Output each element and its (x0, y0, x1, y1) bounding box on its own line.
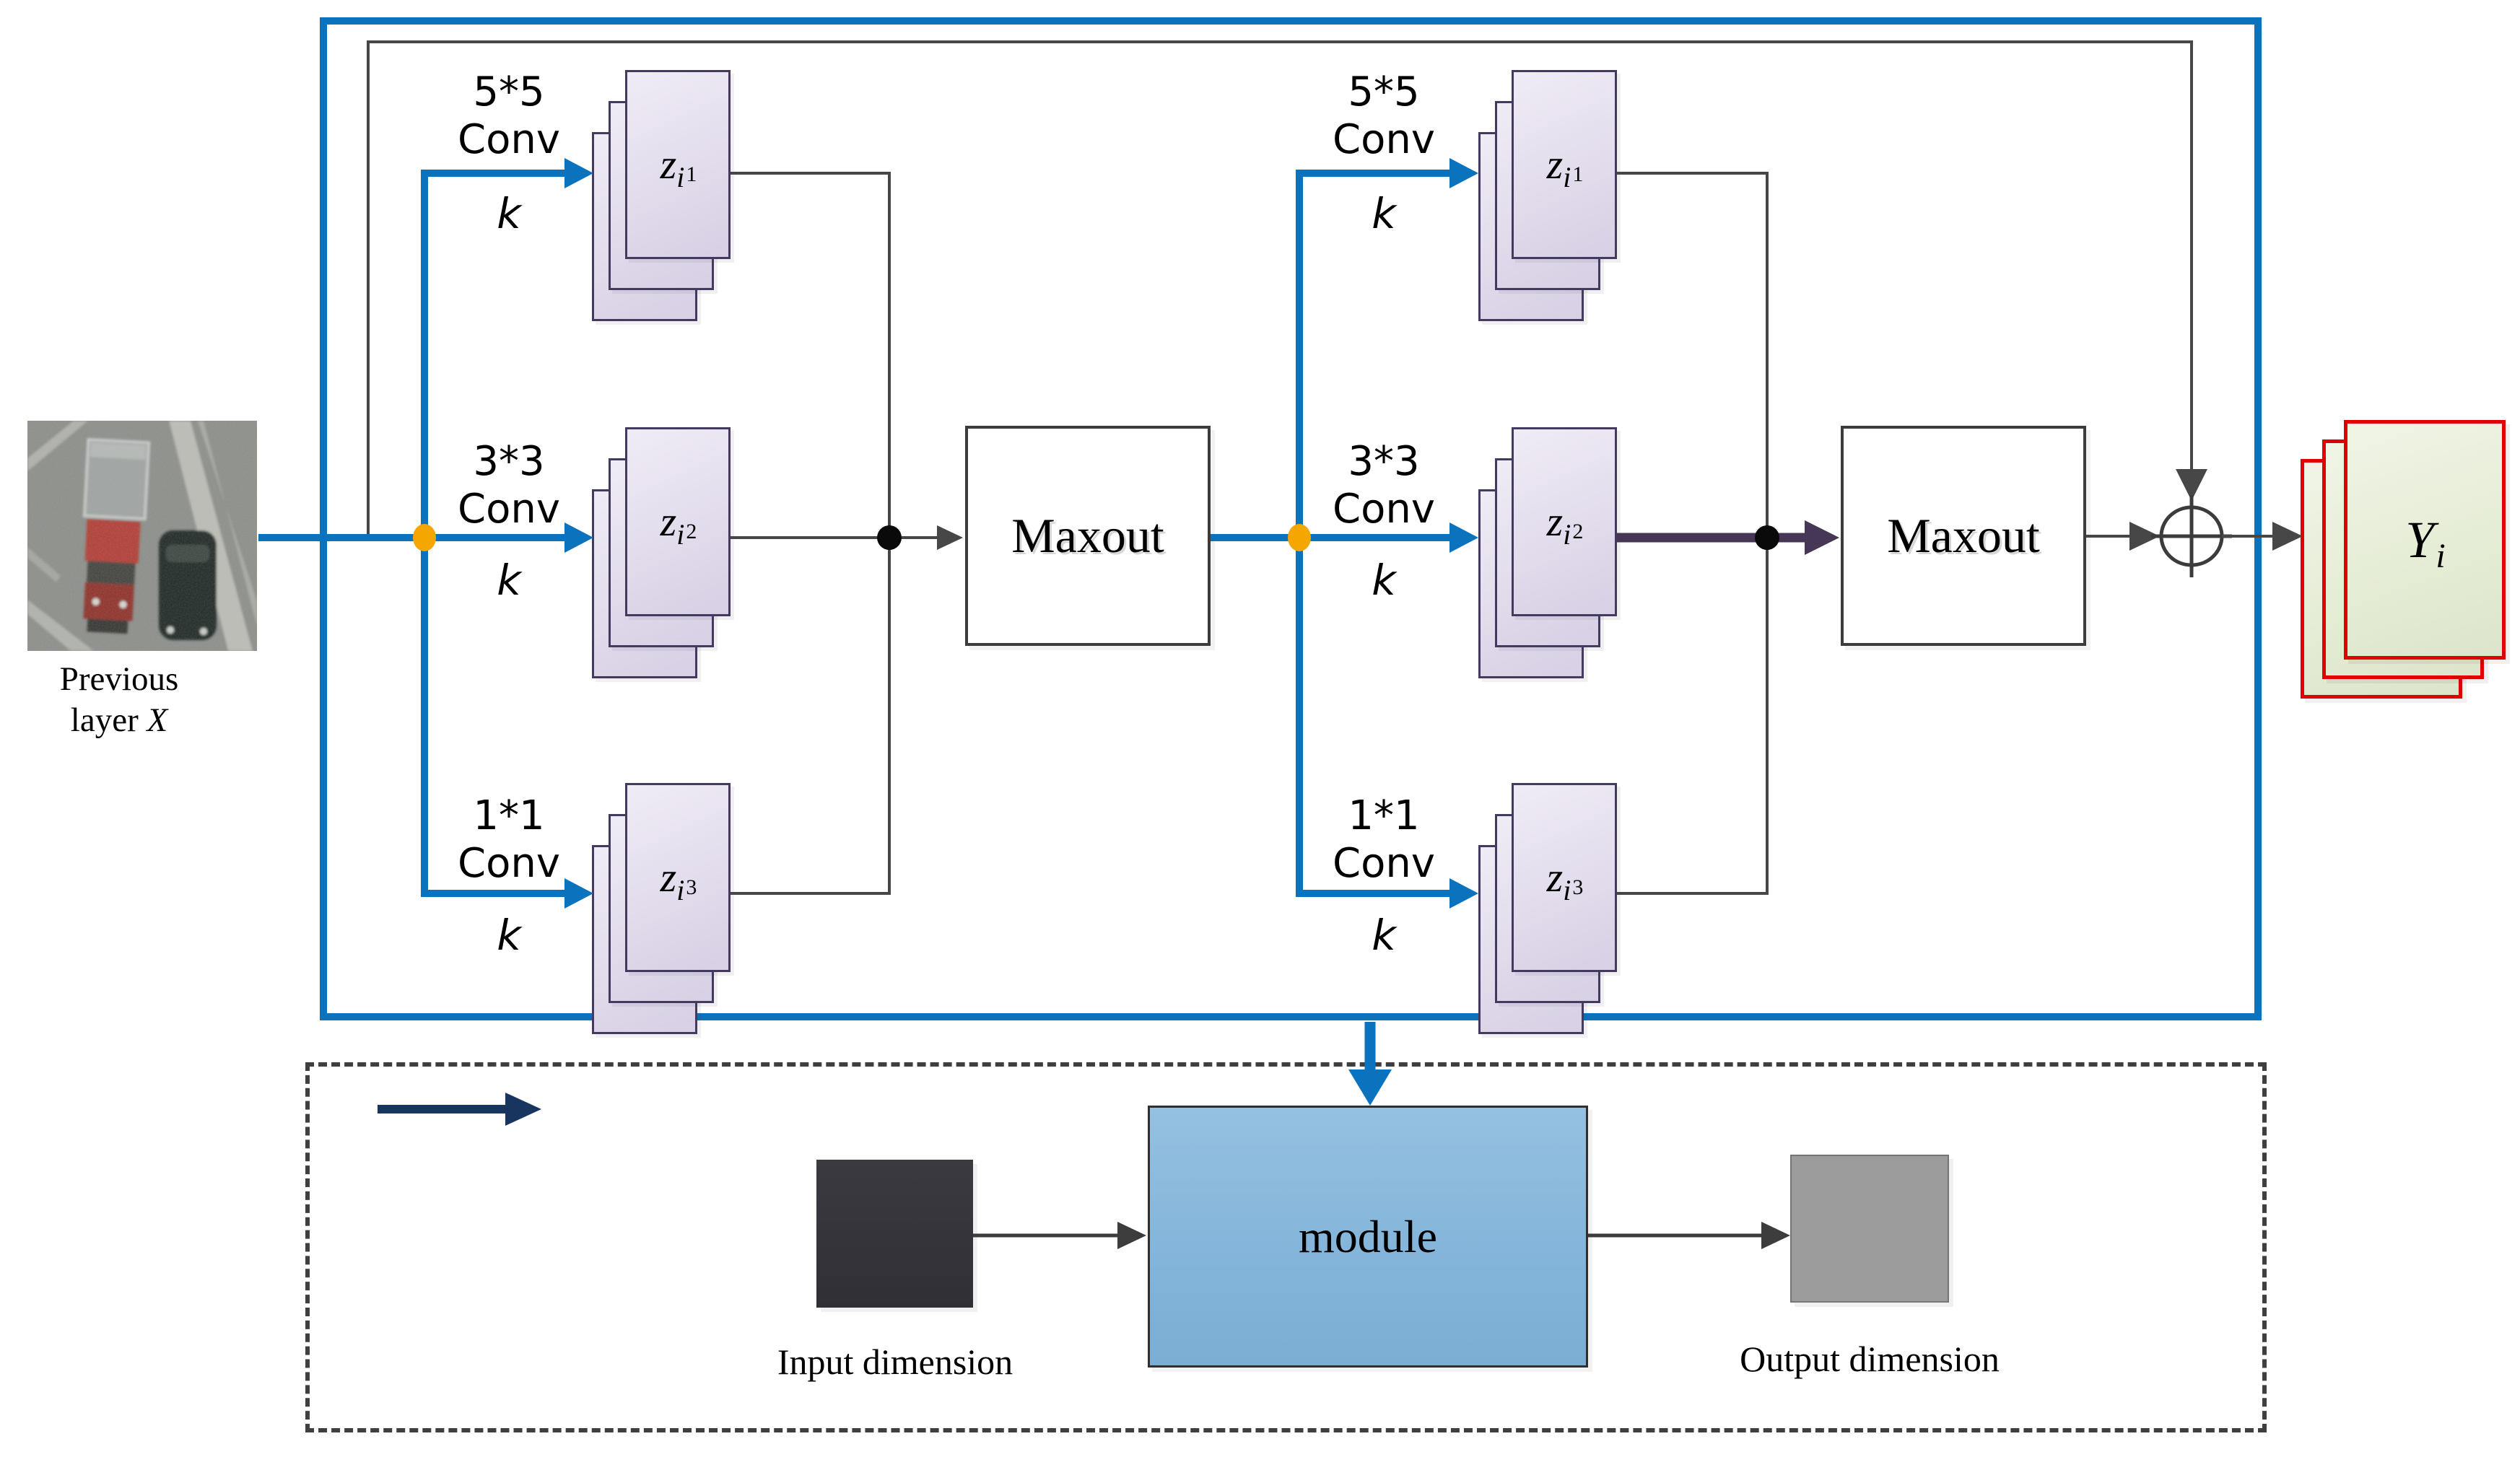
kernel-size: 1*1 (1348, 792, 1420, 839)
map-var: z (660, 141, 677, 188)
map-sub: i (676, 874, 685, 906)
noise-overlay (27, 421, 257, 651)
caption-line1: Previous (59, 660, 179, 698)
kernel-size: 5*5 (1348, 69, 1420, 115)
op-name: Conv (1333, 840, 1435, 887)
map-var: z (660, 854, 677, 901)
map-sub: i (1563, 874, 1571, 906)
map-sub: i (676, 161, 685, 193)
map-sub: i (1563, 161, 1571, 193)
caption-variable: X (147, 701, 168, 739)
branch-label-1x1-2: 1*1 Conv (1297, 792, 1470, 888)
map-subsub: 3 (686, 875, 697, 899)
op-name: Conv (458, 840, 560, 887)
legend-box (305, 1062, 2267, 1432)
map-sub: i (1563, 518, 1571, 551)
map-subsub: 1 (1572, 162, 1584, 186)
map-sheet (1512, 783, 1617, 972)
module-boundary-box (320, 17, 2262, 1020)
output-dimension-label: Output dimension (1740, 1339, 2000, 1379)
output-arrowhead-icon (2272, 522, 2303, 551)
branch-label-1x1: 1*1 Conv (422, 792, 596, 888)
legend-module-box: module (1148, 1106, 1588, 1368)
input-dimension-square (816, 1160, 973, 1308)
previous-layer-caption: Previous layer X (0, 659, 238, 741)
branch-param-5x5: k (497, 189, 521, 238)
map-subsub: 2 (686, 520, 697, 543)
caption-line2: layer (70, 701, 139, 739)
op-name: Conv (1333, 116, 1435, 163)
kernel-size: 3*3 (1348, 438, 1420, 485)
op-name: Conv (1333, 486, 1435, 533)
output-sheet (2344, 420, 2506, 660)
map-var: z (1546, 498, 1564, 545)
previous-layer-image (27, 421, 257, 651)
output-dimension-square (1790, 1155, 1949, 1303)
branch-param-3x3-2: k (1372, 556, 1396, 605)
branch-label-3x3-2: 3*3 Conv (1297, 438, 1470, 533)
kernel-size: 5*5 (473, 69, 545, 115)
branch-label-3x3: 3*3 Conv (422, 438, 596, 533)
branch-label-5x5-2: 5*5 Conv (1297, 69, 1470, 164)
map-var: z (660, 498, 677, 545)
output-var: Y (2405, 510, 2435, 569)
traffic-photo-icon (27, 421, 257, 651)
branch-param-3x3: k (497, 556, 521, 605)
branch-param-1x1: k (497, 911, 521, 960)
maxout-box-1: Maxout (965, 426, 1211, 646)
op-name: Conv (458, 486, 560, 533)
op-name: Conv (458, 116, 560, 163)
maxout-box-2: Maxout (1841, 426, 2086, 646)
map-sheet (625, 783, 731, 972)
kernel-size: 3*3 (473, 438, 545, 485)
map-subsub: 1 (686, 162, 697, 186)
branch-label-5x5: 5*5 Conv (422, 69, 596, 164)
input-dimension-label: Input dimension (777, 1342, 1013, 1382)
map-var: z (1546, 854, 1564, 901)
output-sub: i (2436, 536, 2446, 575)
map-subsub: 2 (1572, 520, 1584, 543)
map-subsub: 3 (1572, 875, 1584, 899)
branch-param-1x1-2: k (1372, 911, 1396, 960)
map-sub: i (676, 518, 685, 551)
kernel-size: 1*1 (473, 792, 545, 839)
branch-param-5x5-2: k (1372, 189, 1396, 238)
map-var: z (1546, 141, 1564, 188)
